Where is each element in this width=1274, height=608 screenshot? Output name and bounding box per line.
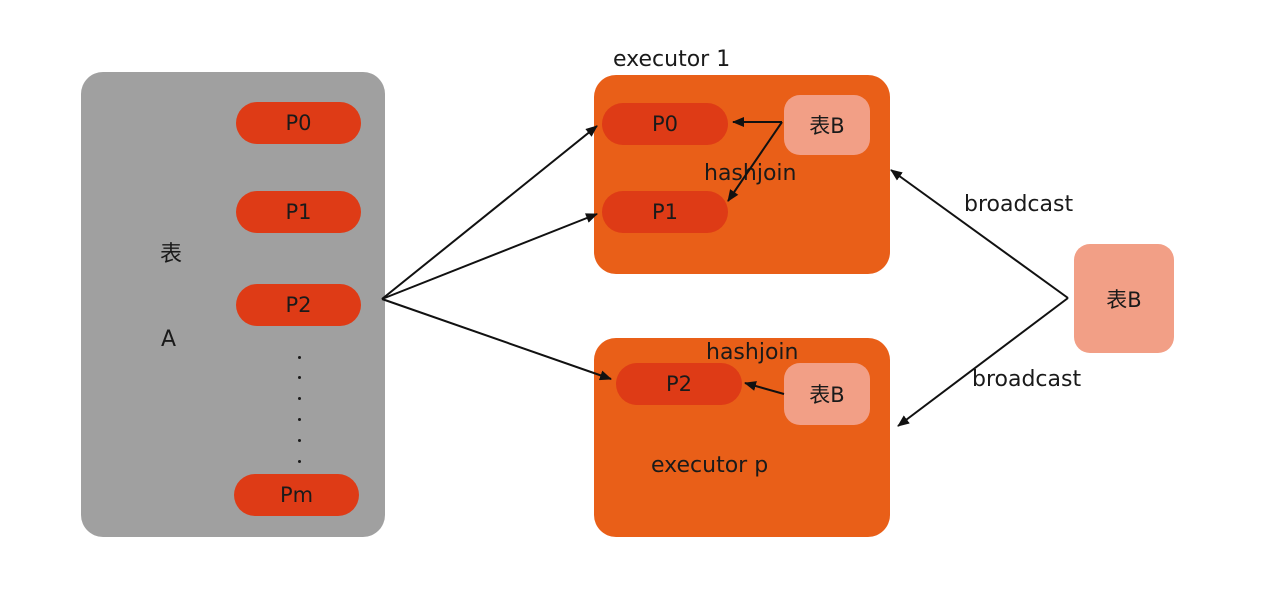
ellipsis-dot (298, 460, 301, 463)
table-a-partition-p0: P0 (236, 102, 361, 144)
arrow-p2-to-exec1-p1 (381, 213, 598, 300)
table-a-partition-p2: P2 (236, 284, 361, 326)
table-a-label-letter: A (161, 327, 177, 352)
arrow-tableb-to-execp-p2 (744, 381, 785, 395)
arrow-tableb-to-p1 (727, 121, 783, 202)
table-a-label-char: 表 (160, 242, 183, 267)
broadcast-label-top: broadcast (964, 192, 1074, 217)
executor-p-table-b: 表B (784, 363, 870, 425)
executor-1-title: executor 1 (613, 47, 731, 72)
executor-1-partition-p0: P0 (602, 103, 728, 145)
executor-1-partition-p1: P1 (602, 191, 728, 233)
executor-p-title: executor p (651, 453, 769, 478)
ellipsis-dot (298, 439, 301, 442)
ellipsis-dot (298, 418, 301, 421)
ellipsis-dot (298, 356, 301, 359)
ellipsis-dot (298, 376, 301, 379)
table-a-partition-p1: P1 (236, 191, 361, 233)
arrow-broadcast-to-execp (897, 297, 1069, 427)
source-table-b: 表B (1074, 244, 1174, 353)
executor-1-table-b: 表B (784, 95, 870, 155)
arrow-p2-to-execp-p2 (381, 298, 612, 381)
executor-p-partition-p2: P2 (616, 363, 742, 405)
arrow-p2-to-exec1-p0 (381, 125, 598, 300)
executor-p-hashjoin-label: hashjoin (706, 340, 799, 365)
table-a-partition-pm: Pm (234, 474, 359, 516)
executor-1-hashjoin-label: hashjoin (704, 161, 797, 186)
arrow-broadcast-to-exec1 (890, 169, 1069, 299)
broadcast-label-bottom: broadcast (972, 367, 1082, 392)
ellipsis-dot (298, 397, 301, 400)
